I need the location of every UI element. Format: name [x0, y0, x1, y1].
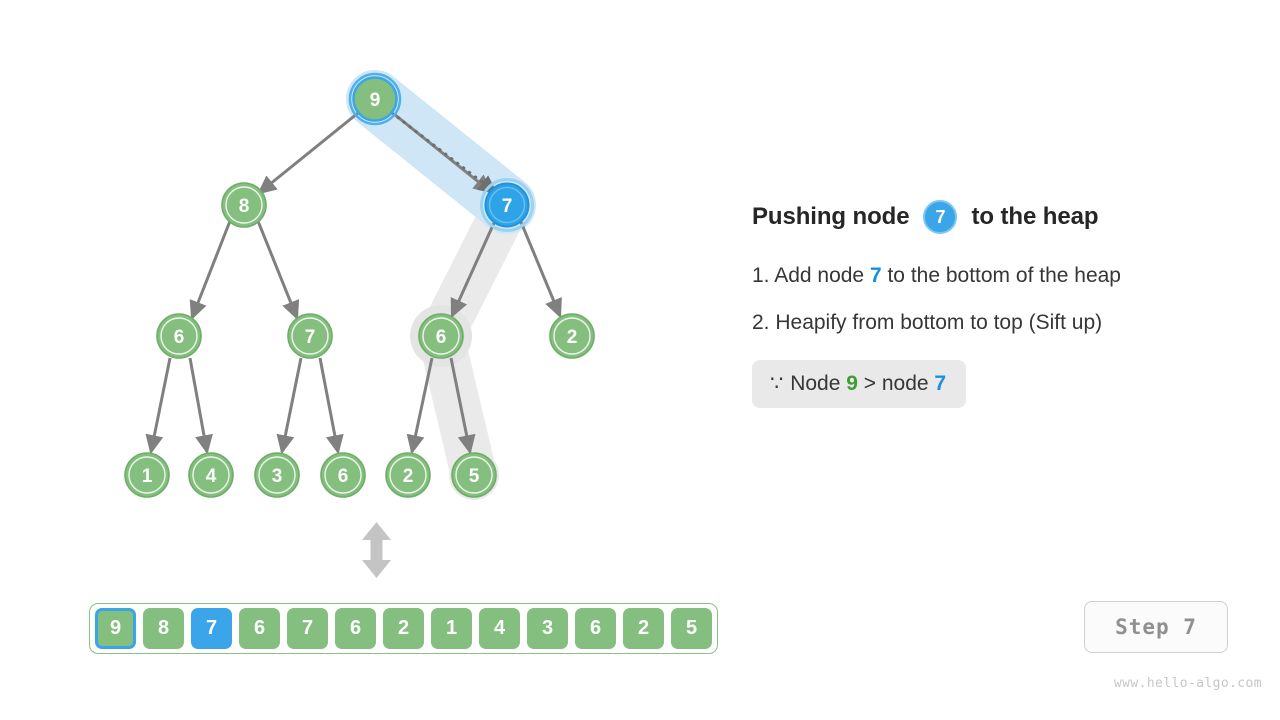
tree-node-9[interactable]: 9	[348, 72, 402, 126]
array-cell[interactable]: 6	[239, 608, 280, 649]
tree-node-label: 9	[370, 90, 381, 111]
title-node-badge: 7	[923, 200, 958, 234]
array-cell[interactable]: 1	[431, 608, 472, 649]
tree-node-label: 2	[403, 466, 414, 487]
tree-node-2-b[interactable]: 2	[385, 452, 431, 498]
step-counter-badge: Step 7	[1084, 601, 1228, 653]
array-cell[interactable]: 2	[383, 608, 424, 649]
array-cell[interactable]: 6	[335, 608, 376, 649]
step-item-1: 1. Add node 7 to the bottom of the heap	[752, 264, 1252, 288]
swap-arrow-dotted	[390, 111, 498, 195]
step-1-value: 7	[869, 264, 882, 287]
reason-middle: > node	[857, 372, 935, 395]
watermark: www.hello-algo.com	[1113, 676, 1262, 691]
edge-8-6	[189, 220, 232, 321]
array-cell[interactable]: 7	[191, 608, 232, 649]
tree-node-7-b[interactable]: 7	[287, 313, 333, 359]
reason-lead: Node	[784, 372, 847, 395]
array-cell[interactable]: 9	[95, 608, 136, 649]
tree-node-label: 6	[338, 466, 349, 487]
edge-7b-3	[276, 357, 303, 455]
array-cell[interactable]: 5	[671, 608, 712, 649]
array-cell[interactable]: 2	[623, 608, 664, 649]
title-prefix: Pushing node	[752, 203, 910, 230]
tree-node-label: 3	[272, 466, 283, 487]
edge-8-7	[256, 220, 300, 321]
because-symbol: ∵	[770, 372, 785, 395]
tree-node-label: 8	[239, 196, 250, 217]
edge-6-4	[188, 357, 213, 455]
tree-nodes: 9 8 7 6	[124, 72, 595, 498]
tree-node-label: 6	[436, 327, 447, 348]
edge-7b-6	[318, 357, 344, 455]
tree-node-6-c[interactable]: 6	[320, 452, 366, 498]
edge-6b-5	[449, 357, 476, 455]
step-list: 1. Add node 7 to the bottom of the heap …	[752, 264, 1252, 335]
tree-node-8[interactable]: 8	[221, 182, 267, 228]
grey-path-highlight	[410, 182, 530, 500]
tree-node-label: 7	[502, 196, 513, 217]
step-item-2: 2. Heapify from bottom to top (Sift up)	[752, 311, 1252, 335]
edge-7-6	[450, 222, 496, 319]
tree-node-2-a[interactable]: 2	[549, 313, 595, 359]
tree-node-5[interactable]: 5	[451, 452, 497, 498]
edge-6-1	[145, 357, 172, 455]
title-suffix: to the heap	[971, 203, 1099, 230]
edge-9-8	[257, 111, 359, 195]
array-cell[interactable]: 7	[287, 608, 328, 649]
step-1-prefix: 1. Add node	[752, 264, 870, 287]
tree-node-label: 2	[567, 327, 578, 348]
tree-node-7-inserted[interactable]: 7	[480, 178, 534, 232]
tree-node-6-a[interactable]: 6	[156, 313, 202, 359]
array-cell[interactable]: 4	[479, 608, 520, 649]
explanation-panel: Pushing node 7 to the heap 1. Add node 7…	[752, 200, 1252, 408]
edge-6b-2	[406, 357, 434, 455]
step-1-suffix: to the bottom of the heap	[881, 264, 1121, 287]
binary-heap-tree: 9 8 7 6	[124, 70, 595, 500]
reason-left-value: 9	[846, 372, 858, 395]
tree-node-label: 4	[206, 466, 217, 487]
tree-node-3[interactable]: 3	[254, 452, 300, 498]
tree-node-label: 1	[142, 466, 153, 487]
reason-badge: ∵ Node 9 > node 7	[752, 360, 967, 408]
tree-node-6-b[interactable]: 6	[418, 313, 464, 359]
tree-node-1[interactable]: 1	[124, 452, 170, 498]
array-cell[interactable]: 6	[575, 608, 616, 649]
array-cell[interactable]: 3	[527, 608, 568, 649]
tree-array-link-arrow	[362, 522, 391, 578]
reason-right-value: 7	[934, 372, 947, 395]
tree-node-4[interactable]: 4	[188, 452, 234, 498]
tree-node-label: 7	[305, 327, 316, 348]
array-cell[interactable]: 8	[143, 608, 184, 649]
edge-7-2	[519, 221, 562, 319]
tree-node-label: 5	[469, 466, 480, 487]
tree-node-label: 6	[174, 327, 185, 348]
step-2-prefix: 2. Heapify from bottom to top (Sift up)	[752, 311, 1103, 334]
page-title: Pushing node 7 to the heap	[752, 200, 1252, 234]
tree-edges	[145, 111, 562, 455]
